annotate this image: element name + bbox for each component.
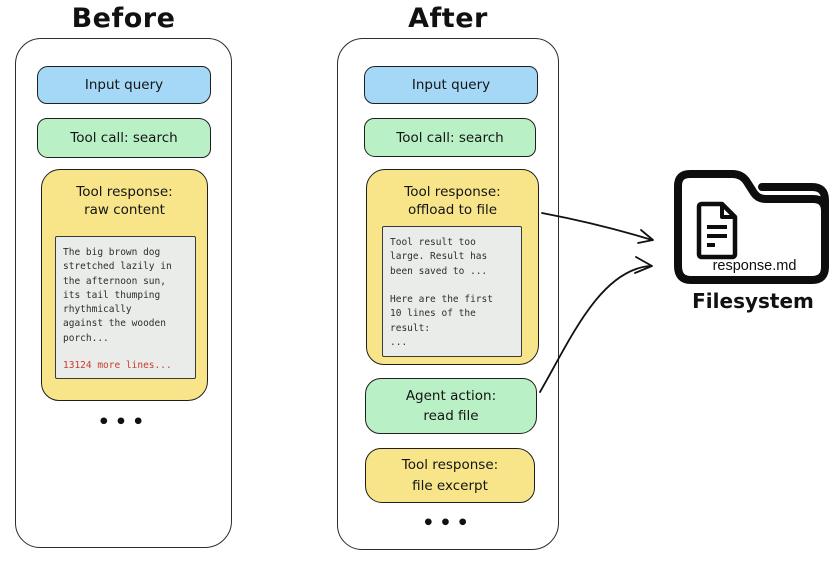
filesystem-label: Filesystem: [692, 289, 814, 313]
after-offload-content-box: Tool result too large. Result has been s…: [382, 226, 522, 357]
folder-icon: [674, 170, 829, 284]
after-title: After: [408, 3, 488, 34]
after-file-excerpt-box: Tool response: file excerpt: [365, 448, 535, 503]
before-title: Before: [71, 3, 176, 34]
after-offload-content-text: Tool result too large. Result has been s…: [390, 237, 493, 348]
arrow-read-from-filesystem: [539, 256, 653, 393]
before-input-query-box: Input query: [37, 66, 211, 104]
after-offload-title: Tool response: offload to file: [404, 184, 501, 219]
arrow-offload-to-filesystem: [541, 212, 654, 244]
arrows-layer: [539, 212, 654, 393]
before-tool-call-box: Tool call: search: [37, 118, 211, 158]
before-more-lines-text: 13124 more lines...: [63, 359, 172, 371]
filesystem-file-name: response.md: [712, 258, 797, 274]
before-tool-response-box: Tool response: raw content The big brown…: [41, 169, 208, 401]
after-agent-action-box: Agent action: read file: [365, 378, 537, 434]
after-offload-box: Tool response: offload to file Tool resu…: [366, 169, 539, 365]
document-icon: [696, 201, 738, 260]
before-panel: Input query Tool call: search Tool respo…: [15, 38, 232, 548]
after-panel: Input query Tool call: search Tool respo…: [337, 38, 559, 550]
before-raw-content-text: The big brown dog stretched lazily in th…: [63, 247, 172, 344]
after-tool-call-box: Tool call: search: [364, 118, 536, 157]
before-tool-response-title: Tool response: raw content: [76, 184, 173, 219]
before-ellipsis: •••: [97, 411, 150, 433]
before-raw-content-box: The big brown dog stretched lazily in th…: [55, 236, 196, 379]
after-ellipsis: •••: [422, 512, 474, 534]
after-input-query-box: Input query: [364, 66, 538, 104]
